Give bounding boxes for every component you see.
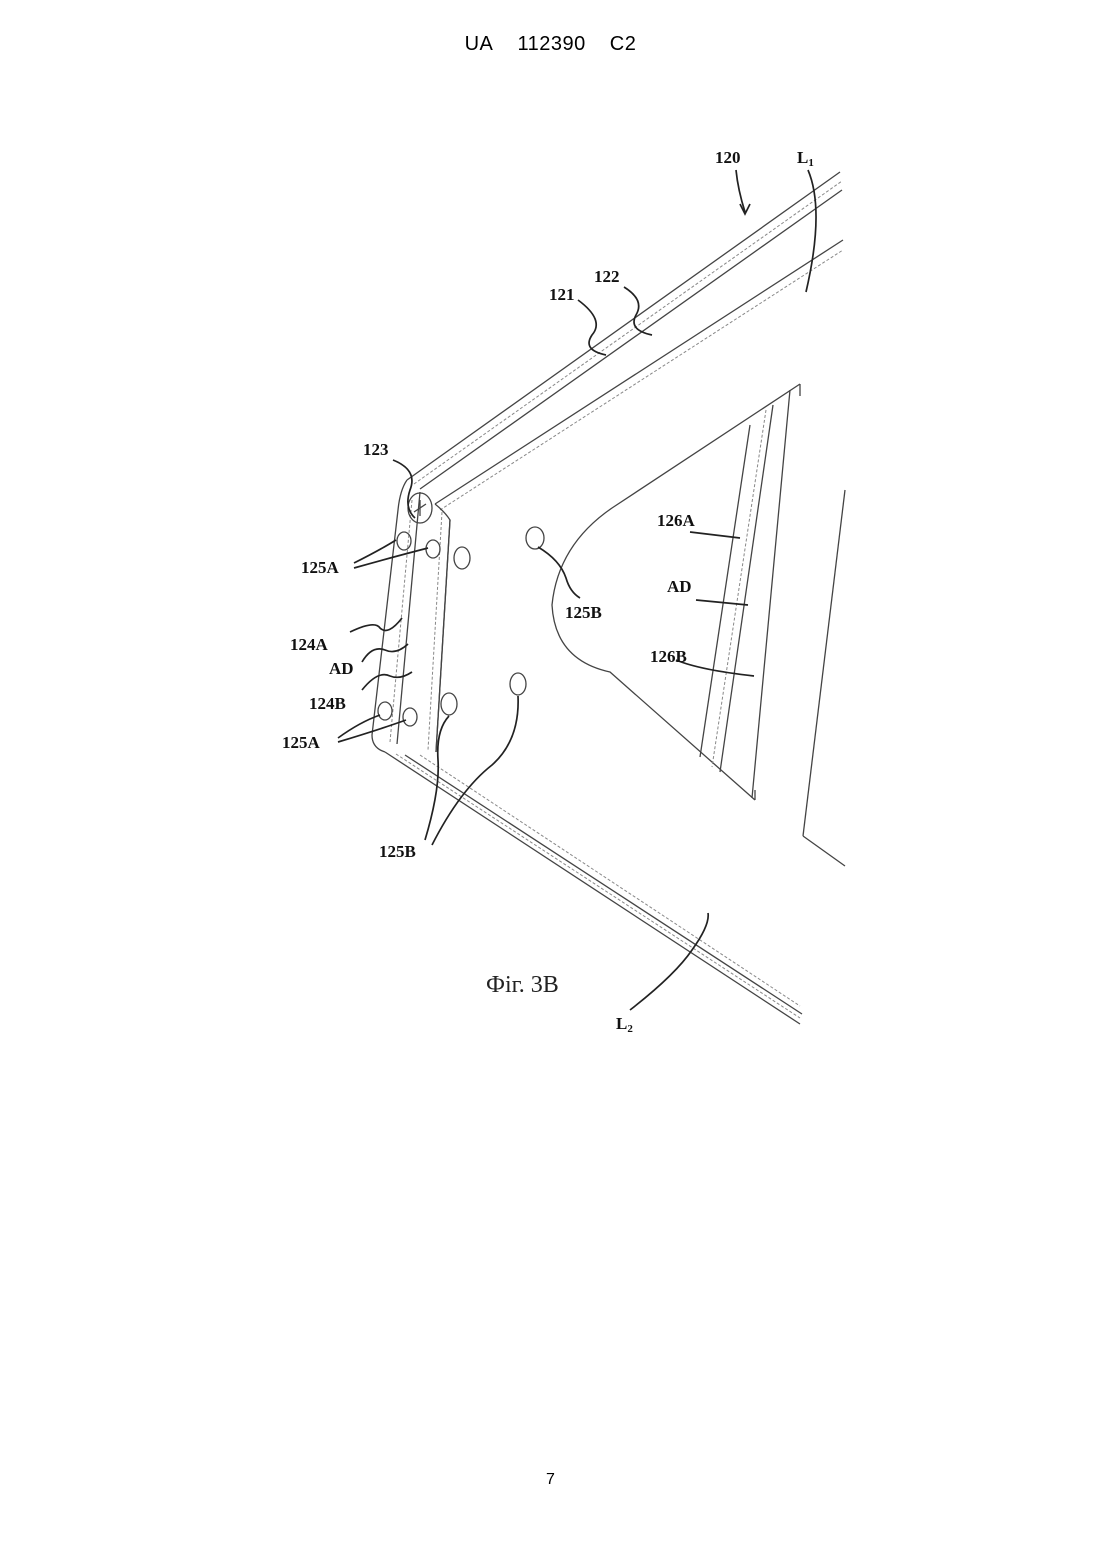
label-122: 122 xyxy=(594,267,620,286)
label-125a-bottom: 125A xyxy=(282,733,321,752)
label-124b: 124B xyxy=(309,694,346,713)
label-120: 120 xyxy=(715,148,741,167)
front-plate xyxy=(372,480,450,752)
reference-labels: 120 L1 121 122 123 125A 124A AD 124B 125… xyxy=(282,148,814,1035)
top-rail xyxy=(407,172,843,510)
hole-125a-bottom-2 xyxy=(403,708,417,726)
patent-drawing: 120 L1 121 122 123 125A 124A AD 124B 125… xyxy=(0,0,1101,1100)
hole-125b-bottom-1 xyxy=(441,693,457,715)
label-ad-left: AD xyxy=(329,659,354,678)
hole-125a-top-1 xyxy=(397,532,411,550)
hole-125a-bottom-1 xyxy=(378,702,392,720)
bottom-rail xyxy=(385,752,802,1024)
label-126a: 126A xyxy=(657,511,696,530)
label-126b: 126B xyxy=(650,647,687,666)
hole-125a-top-2 xyxy=(426,540,440,558)
label-121: 121 xyxy=(549,285,575,304)
label-ad-right: AD xyxy=(667,577,692,596)
holes xyxy=(378,493,544,726)
page-number: 7 xyxy=(0,1471,1101,1489)
label-125b-middle: 125B xyxy=(565,603,602,622)
hole-extra xyxy=(454,547,470,569)
label-125b-bottom: 125B xyxy=(379,842,416,861)
label-123: 123 xyxy=(363,440,389,459)
hole-125b-middle xyxy=(526,527,544,549)
right-edge xyxy=(803,490,845,866)
label-l2: L2 xyxy=(616,1014,633,1035)
figure-caption: Фіг. 3В xyxy=(486,972,559,998)
hole-125b-bottom-2 xyxy=(510,673,526,695)
leader-lines xyxy=(338,170,816,1010)
label-125a-top: 125A xyxy=(301,558,340,577)
label-124a: 124A xyxy=(290,635,329,654)
label-l1: L1 xyxy=(797,148,814,169)
